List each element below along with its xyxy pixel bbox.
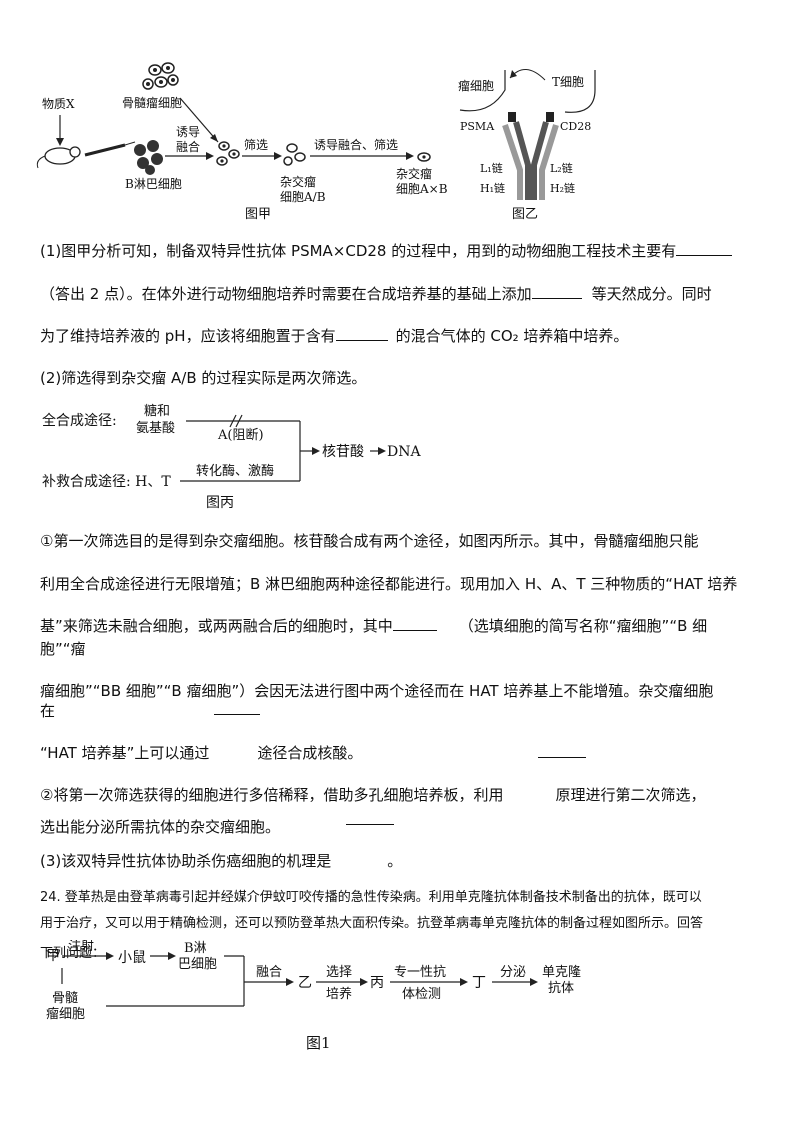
hybrid-ab-label-2: 细胞A/B (280, 190, 326, 204)
q2-1-line7: “HAT 培养基”上可以通过途径合成核酸。 (40, 744, 363, 762)
fig1-caption: 图1 (306, 1034, 331, 1052)
q2-1-line6: 在 (40, 702, 56, 720)
b-cell-label: B淋巴细胞 (125, 177, 182, 191)
fig1-jia: 甲 (46, 948, 60, 964)
fig-yi-caption: 图乙 (512, 207, 538, 222)
figure-yi: 瘤细胞 T细胞 PSMA CD28 L₁链 H₁链 L₂链 H₂链 图乙 (458, 69, 596, 222)
fig1-select-2: 培养 (326, 986, 352, 1002)
l1-label: L₁链 (480, 161, 503, 175)
syringe-icon (84, 141, 136, 157)
answer-blank[interactable] (335, 340, 388, 341)
figure-bing: 全合成途径: 糖和 氨基酸 A(阻断) 核苷酸 DNA 补救合成途径: H、T … (42, 403, 421, 511)
hybrid-cells-icon (283, 143, 306, 166)
b-cells-icon (134, 140, 163, 175)
q2-intro: (2)筛选得到杂交瘤 A/B 的过程实际是两次筛选。 (40, 369, 367, 387)
figure-1: 甲 注射 小鼠 B淋 巴细胞 骨髓 瘤细胞 融合 乙 选择 培养 丙 专一性抗 … (46, 940, 581, 1052)
fig1-b-cell-2: 巴细胞 (178, 957, 217, 972)
hybrid-axb-label-2: 细胞A×B (396, 182, 448, 196)
fig-bing-caption: 图丙 (206, 495, 234, 511)
l2-label: L₂链 (550, 161, 573, 175)
fig1-ding: 丁 (472, 975, 486, 991)
fig1-mab-1: 单克隆 (542, 965, 581, 980)
answer-blank[interactable] (676, 255, 733, 256)
induce-label: 诱导 (176, 125, 200, 139)
hybrid-axb-label-1: 杂交瘤 (396, 166, 432, 181)
fig1-select-1: 选择 (326, 965, 352, 980)
q1-line1: (1)图甲分析可知，制备双特异性抗体 PSMA×CD28 的过程中，用到的动物细… (40, 240, 733, 261)
q24-line1: 24. 登革热是由登革病毒引起并经媒介伊蚊叮咬传播的急性传染病。利用单克隆抗体制… (40, 890, 702, 905)
fig1-fuse: 融合 (256, 965, 282, 980)
fig1-bing: 丙 (370, 975, 384, 991)
q24-line2: 用于治疗，又可以用于精确检测，还可以预防登革热大面积传染。抗登革病毒单克隆抗体的… (40, 916, 704, 931)
t-cell-label: T细胞 (552, 75, 584, 89)
induce-fusion-screen-label: 诱导融合、筛选 (314, 137, 398, 152)
fig1-inject: 注射 (68, 940, 94, 954)
answer-blank[interactable] (214, 700, 260, 715)
q1-line3: 为了维持培养液的 pH，应该将细胞置于含有的混合气体的 CO₂ 培养箱中培养。 (40, 327, 629, 345)
fig1-myeloma-2: 瘤细胞 (46, 1006, 85, 1022)
fusion-label: 融合 (176, 139, 200, 154)
q3-line: (3)该双特异性抗体协助杀伤癌细胞的机理是。 (40, 852, 403, 870)
q2-1-line4: 胞”“瘤 (40, 640, 86, 658)
fig1-specific-1: 专一性抗 (394, 965, 446, 980)
myeloma-cells-icon (142, 62, 179, 90)
hybrid-ab-label-1: 杂交瘤 (280, 174, 316, 189)
nucleotide-label: 核苷酸 (322, 444, 364, 460)
figure-jia: 骨髓瘤细胞 物质X B淋巴细胞 诱导 融合 筛选 杂交瘤 细胞A/B (36, 62, 448, 222)
q2-1-line1: ①第一次筛选目的是得到杂交瘤细胞。核苷酸合成有两个途径，如图丙所示。其中，骨髓瘤… (40, 532, 699, 550)
answer-blank[interactable] (538, 742, 586, 758)
fig-jia-caption: 图甲 (245, 207, 271, 222)
q2-1-line5: 瘤细胞”“BB 细胞”“B 瘤细胞”）会因无法进行图中两个途径而在 HAT 培养… (40, 682, 714, 700)
h1-label: H₁链 (480, 181, 505, 195)
q24-line3: 下列问题： (40, 946, 106, 961)
sugar-label: 糖和 (144, 403, 170, 419)
a-block-label: A(阻断) (217, 428, 264, 443)
full-path-label: 全合成途径: (42, 412, 117, 429)
antibody-icon (502, 121, 559, 200)
tumor-cell-label: 瘤细胞 (458, 78, 494, 93)
q2-1-line3: 基”来筛选未融合细胞，或两两融合后的细胞时，其中（选填细胞的简写名称“瘤细胞”“… (40, 617, 708, 635)
answer-blank[interactable] (346, 810, 394, 825)
q2-1-line2: 利用全合成途径进行无限增殖；B 淋巴细胞两种途径都能进行。现用加入 H、A、T … (40, 575, 738, 593)
q1-line2: （答出 2 点）。在体外进行动物细胞培养时需要在合成培养基的基础上添加等天然成分… (40, 285, 712, 303)
salvage-label: 补救合成途径: H、T (42, 473, 171, 490)
fig1-specific-2: 体检测 (402, 987, 441, 1002)
dna-label: DNA (387, 444, 421, 460)
fig1-b-cell-1: B淋 (184, 941, 207, 956)
enzymes-label: 转化酶、激酶 (196, 463, 274, 479)
mixed-cells-icon (216, 141, 240, 166)
fig1-mouse: 小鼠 (118, 950, 146, 966)
cd28-label: CD28 (560, 120, 591, 133)
screen-label: 筛选 (244, 137, 268, 152)
fig1-yi: 乙 (298, 975, 312, 991)
q2-2-line2: 选出能分泌所需抗体的杂交瘤细胞。 (40, 818, 281, 836)
answer-blank[interactable] (392, 630, 437, 631)
myeloma-label: 骨髓瘤细胞 (122, 95, 182, 110)
q2-2-line1: ②将第一次筛选获得的细胞进行多倍稀释，借助多孔细胞培养板，利用原理进行第二次筛选… (40, 786, 706, 804)
fig1-mab-2: 抗体 (548, 981, 574, 996)
mouse-icon (36, 146, 81, 169)
amino-label: 氨基酸 (136, 421, 175, 436)
h2-label: H₂链 (550, 181, 575, 195)
psma-label: PSMA (460, 120, 495, 133)
answer-blank[interactable] (531, 298, 582, 299)
substance-x-label: 物质X (42, 97, 75, 111)
fig1-myeloma-1: 骨髓 (52, 991, 78, 1006)
hybrid-axb-cell-icon (417, 152, 431, 162)
fig1-secrete: 分泌 (500, 965, 526, 980)
